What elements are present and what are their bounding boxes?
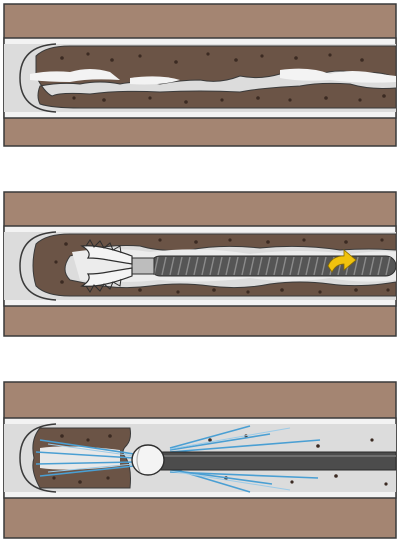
jet-nozzle <box>131 444 165 476</box>
panel-clogged-pipe <box>3 3 397 147</box>
debris-specks <box>52 434 388 486</box>
pipe-end-opening <box>19 43 57 113</box>
pipe-end-opening <box>19 231 57 301</box>
pipe-end-opening <box>19 423 57 493</box>
auger-cutter-head <box>80 239 155 293</box>
clog-gap <box>280 68 396 83</box>
rotation-arrow-icon <box>327 249 357 273</box>
clog-gap <box>130 76 180 85</box>
water-jet-spray-light <box>47 427 291 491</box>
cable-coils <box>153 256 391 276</box>
clog-gap <box>30 69 120 82</box>
jetter-hose <box>159 451 397 471</box>
blockage-mass <box>32 233 397 297</box>
debris-specks <box>54 238 390 294</box>
auger-cable <box>149 255 397 277</box>
debris-specks <box>60 52 386 104</box>
water-jet-spray <box>35 425 321 493</box>
panel-cable-auger <box>3 191 397 337</box>
nozzle-shading <box>136 447 141 473</box>
panel-water-jetting <box>3 381 397 539</box>
